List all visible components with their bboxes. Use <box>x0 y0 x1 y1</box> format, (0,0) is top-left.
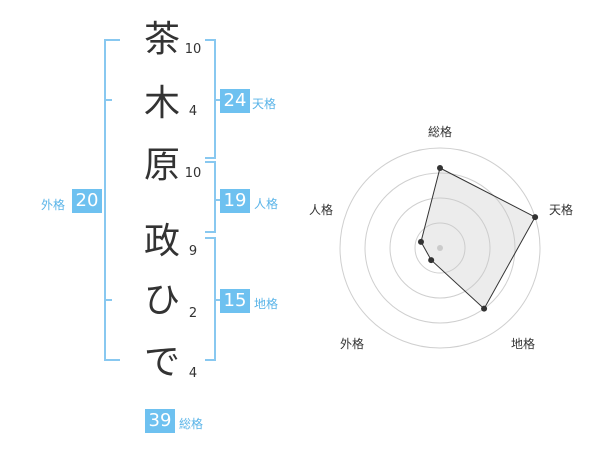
jinkaku-value: 19 <box>220 189 250 213</box>
stroke-count-4: 9 <box>188 244 198 259</box>
stroke-count-5: 2 <box>188 306 198 321</box>
name-char-1: 茶 <box>143 19 180 60</box>
gaikaku-value: 20 <box>72 189 102 213</box>
name-char-5: ひ <box>143 280 180 321</box>
tenkaku-value: 24 <box>220 89 250 113</box>
name-char-3: 原 <box>143 145 180 186</box>
chikaku-label: 地格 <box>254 297 279 311</box>
radar-ring <box>339 147 541 349</box>
radar-label-gaikaku: 外格 <box>340 337 365 351</box>
name-char-4: 政 <box>143 221 180 262</box>
stroke-count-2: 4 <box>188 104 198 119</box>
stroke-count-1: 10 <box>184 42 202 57</box>
gaikaku-label: 外格 <box>41 198 66 212</box>
radar-label-chikaku: 地格 <box>511 337 536 351</box>
stroke-count-3: 10 <box>184 166 202 181</box>
radar-label-tenkaku: 天格 <box>549 203 574 217</box>
jinkaku-bracket <box>205 161 216 233</box>
radar-label-soukaku: 総格 <box>428 125 453 139</box>
radar-center <box>437 245 443 251</box>
radar-point <box>532 214 539 221</box>
radar-point <box>417 238 424 245</box>
soukaku-label: 総格 <box>179 417 204 431</box>
tenkaku-label: 天格 <box>252 97 277 111</box>
chikaku-value: 15 <box>220 289 250 313</box>
gaikaku-bracket <box>104 39 120 361</box>
radar-label-jinkaku: 人格 <box>309 203 334 217</box>
radar-point <box>437 165 443 171</box>
radar-ring <box>389 197 491 299</box>
radar-polygon <box>420 167 536 310</box>
name-char-6: で <box>143 342 180 383</box>
radar-point <box>481 305 488 312</box>
soukaku-value: 39 <box>145 409 175 433</box>
radar-point <box>428 257 435 264</box>
radar-ring <box>364 172 516 324</box>
name-char-2: 木 <box>143 83 180 124</box>
jinkaku-label: 人格 <box>254 197 279 211</box>
stroke-count-6: 4 <box>188 366 198 381</box>
radar-ring <box>414 222 466 274</box>
